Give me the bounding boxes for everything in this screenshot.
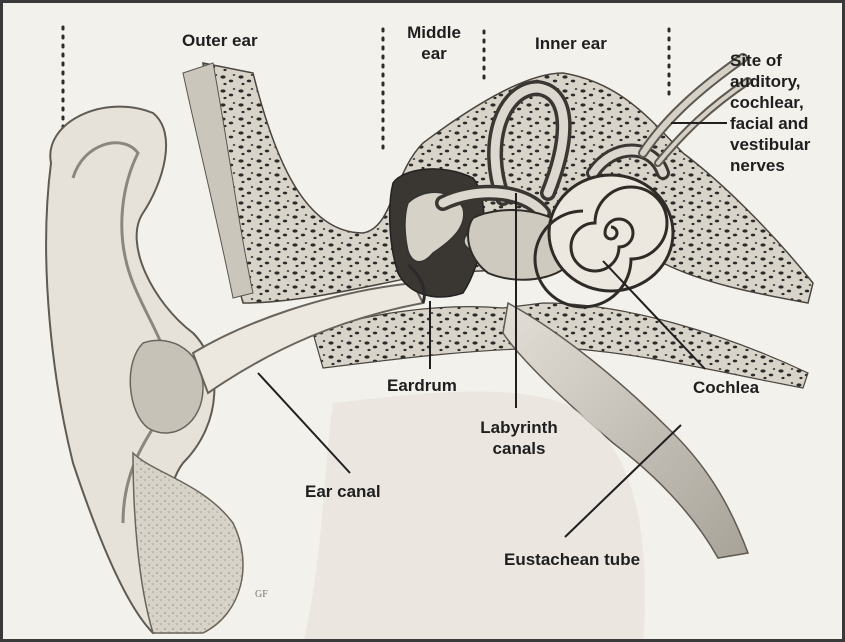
- labyrinth-label-line2: canals: [471, 438, 567, 459]
- artist-initials: GF: [255, 589, 268, 600]
- middle-ear-label-line1: Middle: [399, 22, 469, 43]
- inner-ear-label: Inner ear: [535, 33, 607, 54]
- eardrum-label: Eardrum: [387, 375, 457, 396]
- eustachian-tube-label: Eustachean tube: [504, 549, 640, 570]
- cochlea-label: Cochlea: [693, 377, 759, 398]
- labyrinth-label-line1: Labyrinth: [471, 417, 567, 438]
- nerves-callout: Site of auditory, cochlear, facial and v…: [730, 50, 810, 176]
- nerves-callout-line5: vestibular: [730, 134, 810, 155]
- earlobe: [133, 453, 243, 633]
- nerves-callout-line6: nerves: [730, 155, 810, 176]
- nerves-callout-line3: cochlear,: [730, 92, 810, 113]
- ear-canal-label: Ear canal: [305, 481, 381, 502]
- middle-ear-label-line2: ear: [399, 43, 469, 64]
- labyrinth-canals-label: Labyrinth canals: [471, 417, 567, 459]
- ear-illustration: [3, 3, 845, 642]
- nerves-callout-line2: auditory,: [730, 71, 810, 92]
- nerves-callout-line1: Site of: [730, 50, 810, 71]
- outer-ear-label: Outer ear: [182, 30, 258, 51]
- middle-ear-label: Middle ear: [399, 22, 469, 64]
- nerves-callout-line4: facial and: [730, 113, 810, 134]
